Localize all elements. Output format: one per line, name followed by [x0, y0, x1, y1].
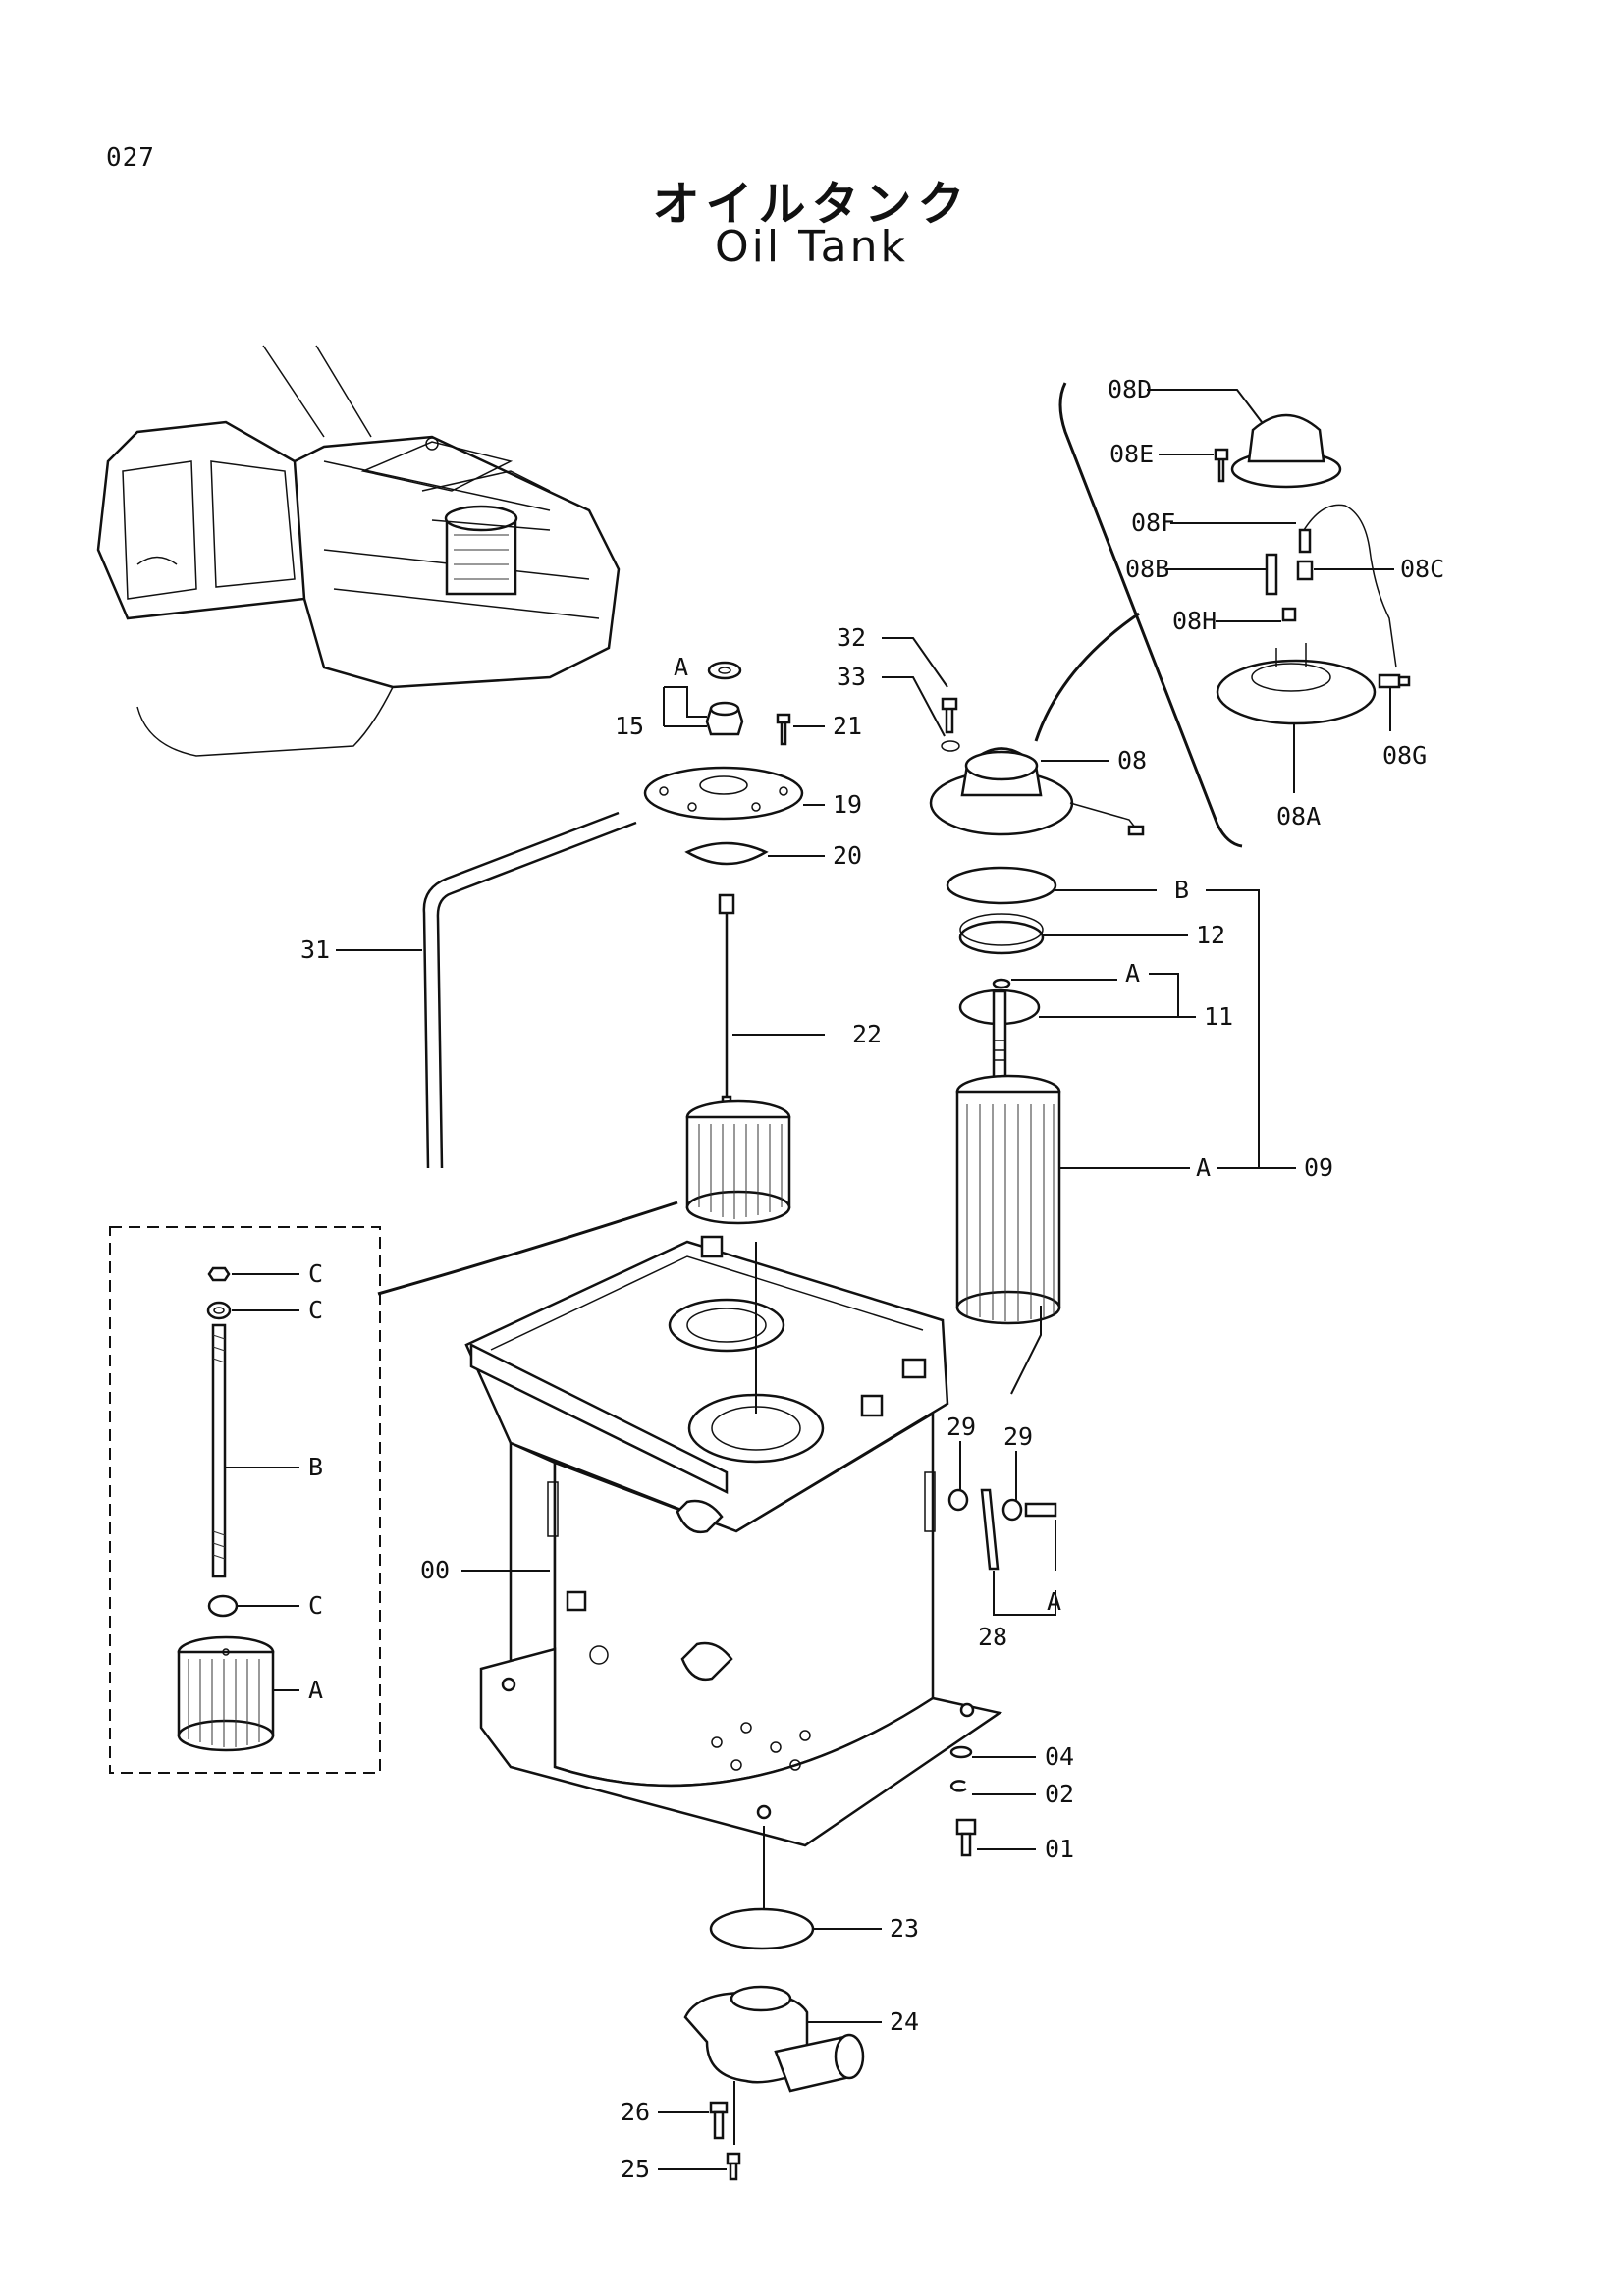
callout-12: 12: [1196, 921, 1225, 949]
hydraulic-oil-tank: [464, 1235, 1003, 1847]
callout-00: 00: [420, 1556, 450, 1584]
callout-04: 04: [1045, 1742, 1074, 1771]
inset-callout-C-top: C: [308, 1259, 323, 1288]
callout-08F: 08F: [1131, 508, 1175, 537]
inset-callout-A: A: [308, 1676, 323, 1704]
callout-08G: 08G: [1382, 741, 1427, 770]
callout-01: 01: [1045, 1835, 1074, 1863]
callout-33: 33: [837, 663, 866, 691]
callout-31: 31: [300, 935, 330, 964]
filler-cap-group: [643, 661, 804, 1119]
callout-labels: 32 33 08 08D 08E 08F 08B 08C 08H 08G 08A…: [300, 375, 1444, 2183]
leader-lines: [226, 389, 1394, 2170]
callout-08D: 08D: [1108, 375, 1152, 403]
callout-08A: 08A: [1276, 802, 1321, 830]
callout-A-valve: A: [1125, 959, 1140, 988]
callout-15: 15: [615, 712, 644, 740]
callout-25: 25: [621, 2155, 650, 2183]
callout-32: 32: [837, 623, 866, 652]
callout-26: 26: [621, 2098, 650, 2126]
diagram-title-japanese: オイルタンク: [652, 177, 971, 232]
callout-08B: 08B: [1125, 555, 1169, 583]
inset-callout-C-bottom: C: [308, 1591, 323, 1620]
excavator-overview-illustration: [96, 345, 621, 757]
mounting-hardware: [947, 1488, 1057, 1857]
callout-A-element: A: [1196, 1153, 1211, 1182]
callout-B-gasket: B: [1174, 876, 1189, 904]
page-number: 027: [106, 143, 155, 173]
inset-callout-B: B: [308, 1453, 323, 1481]
suction-pipe-group: [683, 1907, 865, 2181]
inset-callout-C-second: C: [308, 1296, 323, 1324]
callout-29-right: 29: [1003, 1422, 1033, 1451]
callout-21: 21: [833, 712, 862, 740]
cover-detail-inset: [1034, 382, 1411, 848]
callout-19: 19: [833, 790, 862, 819]
return-filter-element: [955, 1074, 1061, 1325]
callout-24: 24: [890, 2007, 919, 2036]
callout-20: 20: [833, 841, 862, 870]
callout-02: 02: [1045, 1780, 1074, 1808]
drain-hose: [422, 811, 637, 1169]
callout-08: 08: [1117, 746, 1147, 774]
diagram-title-english: Oil Tank: [715, 222, 908, 272]
callout-23: 23: [890, 1914, 919, 1943]
callout-22: 22: [852, 1020, 882, 1048]
callout-09: 09: [1304, 1153, 1333, 1182]
suction-strainer: [685, 1099, 791, 1225]
callout-A-bolt: A: [1047, 1587, 1061, 1616]
callout-08C: 08C: [1400, 555, 1444, 583]
callout-A-cap: A: [674, 653, 688, 681]
callout-08E: 08E: [1109, 440, 1154, 468]
callout-28: 28: [978, 1623, 1007, 1651]
filter-cover-group: [929, 697, 1145, 1092]
callout-29-left: 29: [947, 1413, 976, 1441]
callout-08H: 08H: [1172, 607, 1217, 635]
strainer-detail-inset: [109, 1201, 678, 1774]
callout-11: 11: [1204, 1002, 1233, 1031]
